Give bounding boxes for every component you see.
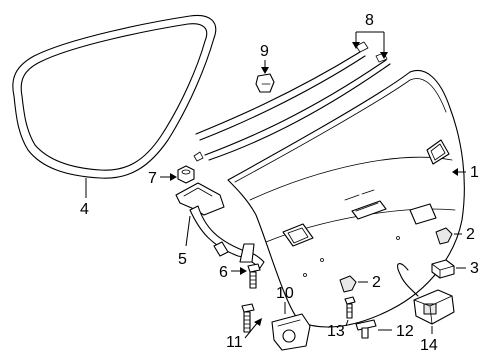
callout-6: 6 bbox=[219, 264, 247, 281]
retainer-pin bbox=[355, 319, 377, 339]
switch-3 bbox=[431, 259, 455, 279]
svg-text:13: 13 bbox=[327, 323, 345, 340]
callout-8: 8 bbox=[352, 12, 388, 59]
svg-text:5: 5 bbox=[178, 251, 187, 268]
callout-2b: 2 bbox=[358, 274, 381, 291]
opener-cables bbox=[193, 41, 391, 162]
bumper-2a bbox=[435, 227, 453, 245]
callout-14: 14 bbox=[420, 326, 438, 354]
callout-13: 13 bbox=[327, 319, 349, 340]
callout-12: 12 bbox=[378, 323, 414, 340]
callout-1: 1 bbox=[452, 164, 479, 181]
callout-9: 9 bbox=[260, 43, 269, 74]
bolt-6 bbox=[247, 263, 261, 289]
svg-text:2: 2 bbox=[372, 274, 381, 291]
callout-7: 7 bbox=[148, 170, 177, 187]
svg-text:1: 1 bbox=[470, 164, 479, 181]
svg-text:12: 12 bbox=[396, 323, 414, 340]
screw-13 bbox=[344, 296, 356, 319]
svg-text:7: 7 bbox=[148, 170, 157, 187]
callout-3: 3 bbox=[456, 260, 479, 277]
callout-2a: 2 bbox=[454, 226, 475, 243]
hex-nut bbox=[177, 165, 195, 184]
svg-text:9: 9 bbox=[260, 43, 269, 60]
svg-text:8: 8 bbox=[365, 12, 374, 29]
svg-text:11: 11 bbox=[226, 334, 243, 351]
trunk-latch bbox=[271, 313, 311, 351]
latch-actuator bbox=[397, 263, 455, 325]
bolt-11 bbox=[241, 303, 255, 333]
svg-text:3: 3 bbox=[470, 260, 479, 277]
svg-text:6: 6 bbox=[219, 264, 228, 281]
callout-11: 11 bbox=[226, 318, 262, 351]
callout-4: 4 bbox=[80, 178, 89, 218]
callout-5: 5 bbox=[178, 215, 191, 268]
trunk-hinge bbox=[175, 182, 265, 269]
callout-10: 10 bbox=[276, 285, 294, 314]
cable-clip bbox=[255, 73, 275, 93]
svg-text:10: 10 bbox=[276, 285, 294, 302]
svg-text:4: 4 bbox=[80, 201, 89, 218]
weatherstrip-seal bbox=[12, 14, 217, 179]
bumper-2b bbox=[339, 275, 357, 293]
svg-text:14: 14 bbox=[420, 337, 438, 354]
trunk-lid bbox=[227, 70, 465, 328]
svg-text:2: 2 bbox=[466, 226, 475, 243]
